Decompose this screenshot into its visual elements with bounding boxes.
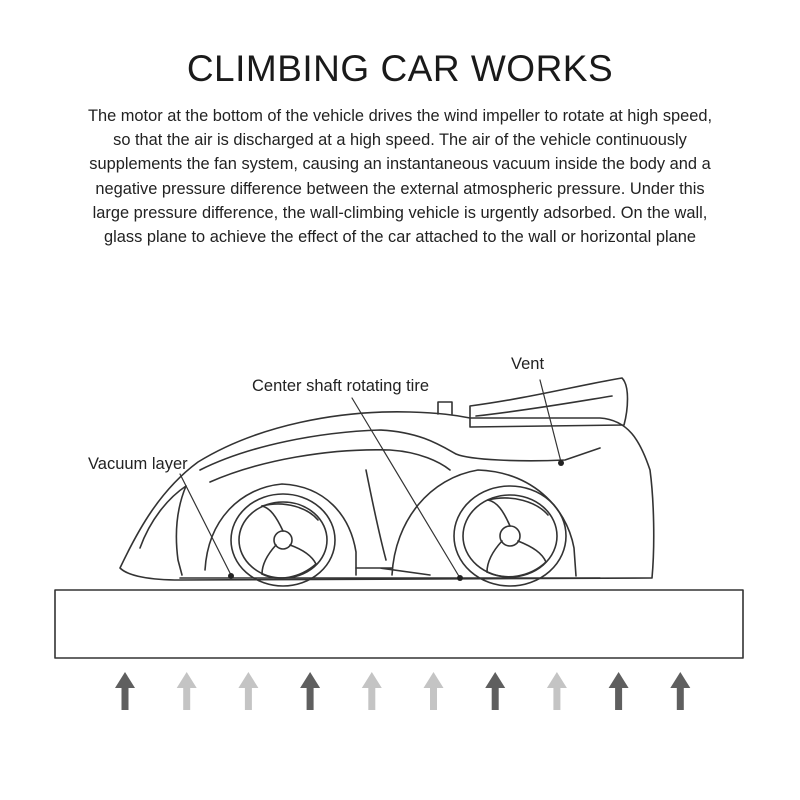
- pressure-arrows: [115, 672, 691, 710]
- side-skirt: [355, 567, 431, 576]
- pressure-arrow-8: [546, 672, 567, 710]
- pressure-arrow-10: [670, 672, 691, 710]
- front-fender: [204, 483, 357, 576]
- car-nose: [139, 485, 187, 576]
- pressure-arrow-4: [300, 672, 321, 710]
- car-antenna: [437, 401, 453, 415]
- pressure-arrow-9: [608, 672, 629, 710]
- pressure-arrow-1: [115, 672, 135, 710]
- page-title: CLIMBING CAR WORKS: [186, 48, 614, 89]
- vent-label: Vent: [511, 355, 544, 373]
- description-paragraph: The motor at the bottom of the vehicle d…: [87, 107, 713, 247]
- vacuum-layer-label: Vacuum layer: [88, 455, 188, 473]
- pressure-arrow-3: [238, 672, 259, 710]
- pressure-arrow-6: [423, 672, 444, 710]
- vent-leader: [539, 379, 562, 463]
- wall-surface: [54, 589, 744, 659]
- front-wheel: [230, 493, 336, 587]
- center-shaft-dot: [457, 575, 463, 581]
- car-spoiler: [469, 377, 629, 428]
- car-canopy: [199, 429, 601, 471]
- side-intake: [365, 469, 387, 561]
- vacuum-layer-leader: [179, 473, 232, 576]
- car-canopy-lower: [209, 448, 451, 483]
- car-spoiler-inner: [475, 395, 613, 417]
- vent-dot: [558, 460, 564, 466]
- rear-wheel: [453, 485, 567, 587]
- vacuum-layer-dot: [228, 573, 234, 579]
- center-shaft-leader: [351, 397, 461, 579]
- pressure-arrow-7: [485, 672, 506, 710]
- center-shaft-label: Center shaft rotating tire: [252, 377, 429, 395]
- pressure-arrow-5: [361, 672, 382, 710]
- car-body-outline: [119, 411, 655, 581]
- pressure-arrow-2: [176, 672, 197, 710]
